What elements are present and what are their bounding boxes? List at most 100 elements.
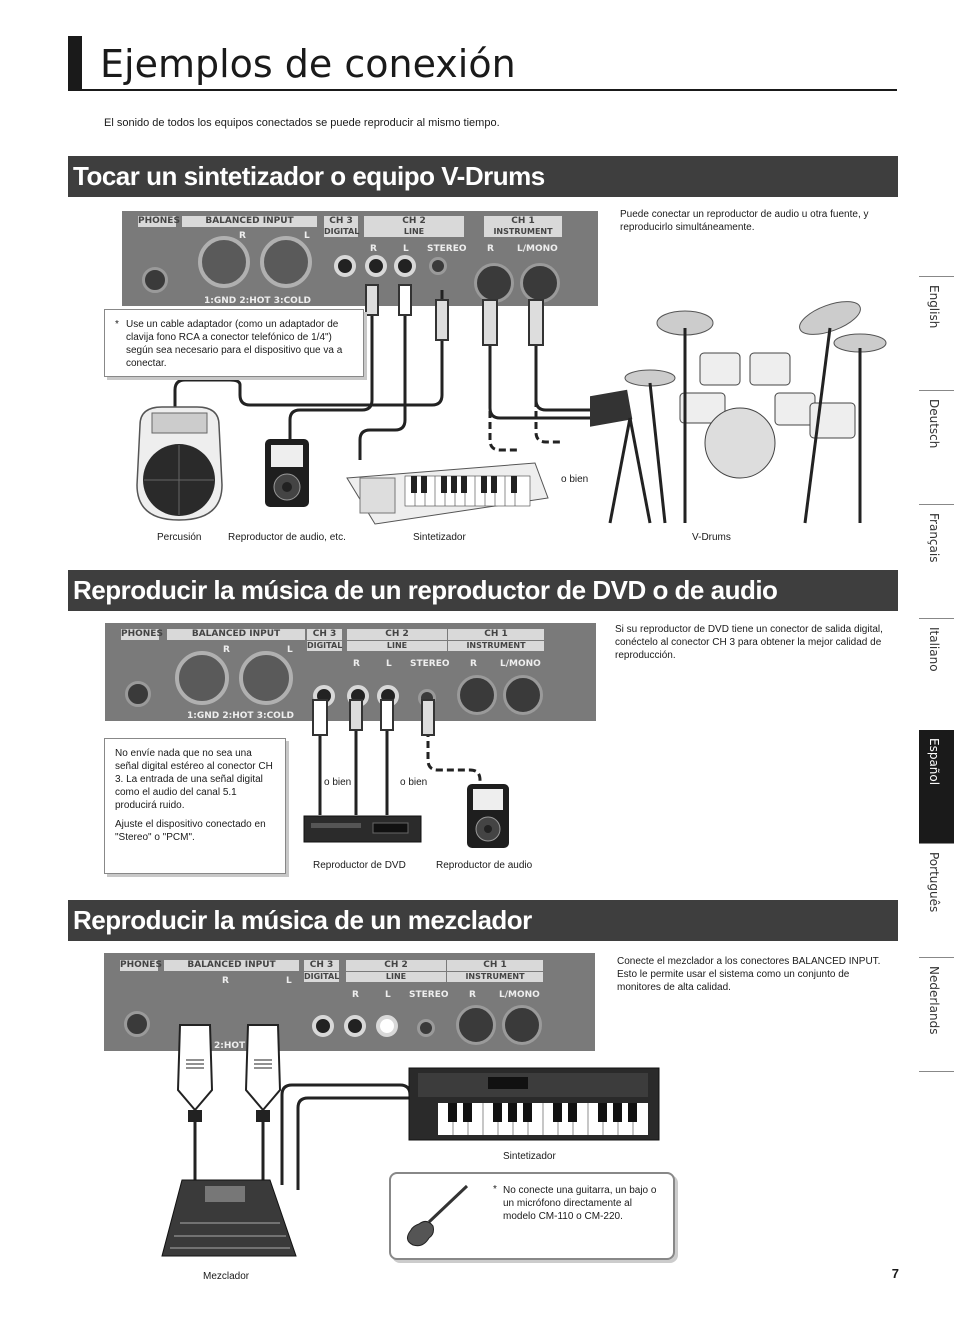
section2-cables — [312, 699, 482, 815]
label-digital: DIGITAL — [324, 227, 360, 237]
section3-description: Conecte el mezclador a los conectores BA… — [617, 956, 881, 993]
rca-line-r — [365, 255, 387, 277]
label-stereo: STEREO — [427, 244, 467, 254]
label-balanced-input: BALANCED INPUT — [164, 960, 299, 971]
phones-jack — [124, 1011, 150, 1037]
mixer-image — [161, 1179, 297, 1257]
label-bi-l: L — [287, 645, 293, 655]
label-line-l: L — [403, 244, 409, 254]
label-instrument: INSTRUMENT — [484, 227, 562, 237]
tab-espanol[interactable]: Español — [919, 730, 954, 844]
intro-text: El sonido de todos los equipos conectado… — [104, 117, 500, 129]
caption-audio-player: Reproductor de audio — [436, 860, 533, 871]
xlr-input-l — [260, 236, 312, 288]
label-ch3: CH 3 — [304, 960, 339, 971]
label-digital: DIGITAL — [304, 972, 340, 982]
label-bi-l: L — [286, 976, 292, 986]
label-ch1: CH 1 — [484, 216, 562, 227]
section3-note: * No conecte una guitarra, un bajo o un … — [389, 1172, 675, 1260]
label-ch1: CH 1 — [448, 629, 544, 640]
audio-player-image — [467, 784, 509, 848]
xlr-input-l — [239, 651, 293, 705]
tab-label: Italiano — [927, 627, 941, 672]
note-text: Use un cable adaptador (como un adaptado… — [126, 319, 343, 369]
label-ch3: CH 3 — [324, 216, 358, 227]
synthesizer-image — [408, 1067, 660, 1141]
label-bi-l: L — [304, 231, 310, 241]
label-ch2: CH 2 — [364, 216, 464, 227]
tab-label: Português — [927, 852, 941, 913]
note-text-2: Ajuste el dispositivo conectado en "Ster… — [115, 819, 266, 843]
tab-italiano[interactable]: Italiano — [919, 619, 954, 733]
label-l-mono: L/MONO — [499, 990, 540, 1000]
rear-panel-3: PHONES BALANCED INPUT CH 3 DIGITAL CH 2 … — [104, 953, 595, 1051]
rca-line-l — [376, 1015, 398, 1037]
percussion-pad-image — [136, 406, 223, 521]
label-xlr-pinout: 1:GND 2:HOT 3:COLD — [187, 711, 295, 721]
label-line-r: R — [352, 990, 359, 1000]
label-bi-r: R — [239, 231, 246, 241]
rca-line-l — [394, 255, 416, 277]
section2-note: No envíe nada que no sea una señal digit… — [104, 738, 286, 874]
label-inst-r: R — [469, 990, 476, 1000]
rear-panel-1: PHONES BALANCED INPUT CH 3 DIGITAL CH 2 … — [122, 211, 598, 306]
tab-label: Français — [927, 513, 941, 563]
section-heading-synth-vdrums: Tocar un sintetizador o equipo V-Drums — [68, 156, 898, 197]
label-line-r: R — [353, 659, 360, 669]
tab-label: Nederlands — [927, 966, 941, 1035]
or-label-2: o bien — [400, 777, 428, 788]
xlr-input-r — [198, 236, 250, 288]
label-ch3: CH 3 — [307, 629, 342, 640]
section-heading-mixer: Reproducir la música de un mezclador — [68, 900, 898, 941]
audio-player-image — [265, 439, 309, 507]
tab-francais[interactable]: Français — [919, 505, 954, 619]
or-label-vdrums: o bien — [561, 474, 589, 485]
tab-deutsch[interactable]: Deutsch — [919, 391, 954, 505]
section3-cables — [176, 1024, 412, 1240]
title-rule — [68, 89, 897, 91]
section1-cables — [173, 284, 590, 460]
note-asterisk: * — [115, 319, 119, 330]
caption-dvd: Reproductor de DVD — [313, 860, 406, 871]
label-inst-r: R — [487, 244, 494, 254]
title-accent-bar — [68, 36, 82, 90]
label-bi-r: R — [223, 645, 230, 655]
label-phones: PHONES — [120, 960, 162, 971]
label-l-mono: L/MONO — [500, 659, 541, 669]
instrument-jack-l — [503, 675, 543, 715]
label-ch2: CH 2 — [347, 629, 447, 640]
label-ch2: CH 2 — [346, 960, 446, 971]
phones-jack — [125, 681, 151, 707]
label-bi-r: R — [222, 976, 229, 986]
label-line-l: L — [386, 659, 392, 669]
instrument-jack-r — [456, 1005, 496, 1045]
label-stereo: STEREO — [410, 659, 450, 669]
label-instrument: INSTRUMENT — [447, 972, 543, 982]
tab-english[interactable]: English — [919, 277, 954, 391]
label-phones: PHONES — [138, 216, 180, 227]
label-xlr-pinout: 1:GND 2:HOT 3:COLD — [204, 296, 312, 306]
instrument-jack-r — [457, 675, 497, 715]
caption-vdrums: V-Drums — [692, 532, 731, 543]
vdrums-image — [590, 301, 887, 524]
rca-line-r — [344, 1015, 366, 1037]
caption-synth: Sintetizador — [503, 1151, 556, 1162]
tab-portugues[interactable]: Português — [919, 844, 954, 958]
label-balanced-input: BALANCED INPUT — [182, 216, 317, 227]
tab-nederlands[interactable]: Nederlands — [919, 958, 954, 1072]
label-l-mono: L/MONO — [517, 244, 558, 254]
note-text-1: No envíe nada que no sea una señal digit… — [115, 748, 273, 811]
caption-percussion: Percusión — [157, 532, 202, 543]
or-label-1: o bien — [324, 777, 352, 788]
label-line-r: R — [370, 244, 377, 254]
section-heading-dvd-audio: Reproducir la música de un reproductor d… — [68, 570, 898, 611]
section1-note: * Use un cable adaptador (como un adapta… — [104, 309, 364, 377]
xlr-input-r — [175, 651, 229, 705]
section2-description: Si su reproductor de DVD tiene un conect… — [615, 624, 883, 661]
label-phones: PHONES — [121, 629, 163, 640]
label-inst-r: R — [470, 659, 477, 669]
tabs-top-rule — [919, 276, 954, 277]
section1-description: Puede conectar un reproductor de audio u… — [620, 209, 869, 233]
synthesizer-image — [346, 462, 549, 525]
guitar-icon — [407, 1184, 469, 1247]
